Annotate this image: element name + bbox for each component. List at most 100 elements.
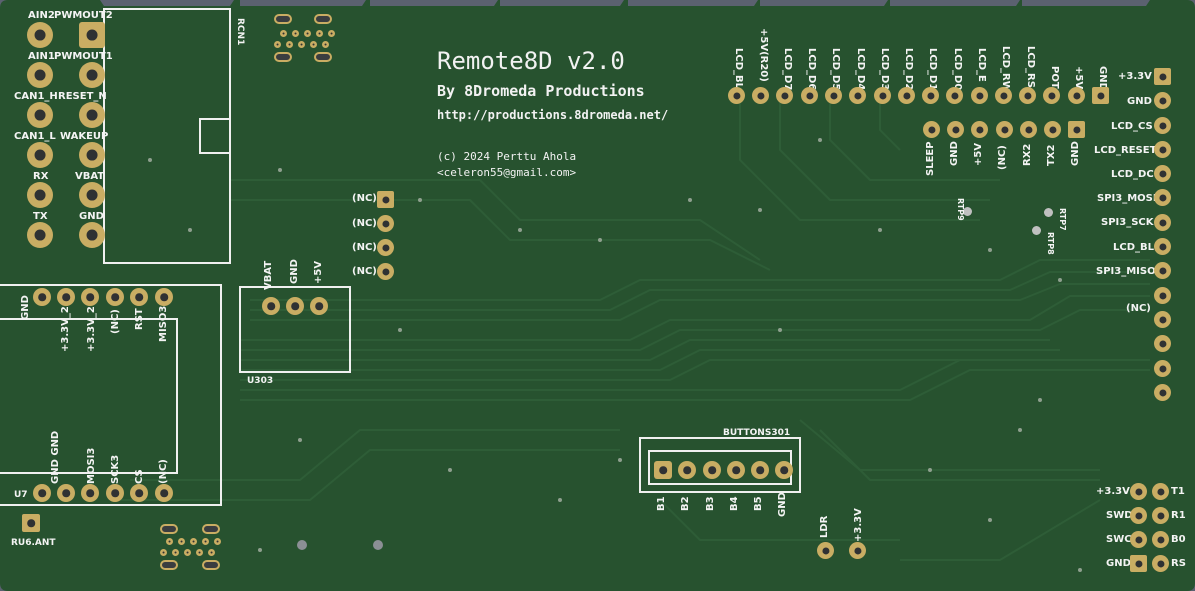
usb-slot	[202, 560, 220, 570]
nc-label: (NC)	[352, 218, 377, 229]
usb-slot	[160, 560, 178, 570]
u7-pad	[33, 288, 51, 306]
usb-pin	[328, 30, 335, 37]
debug-left-label: SWD	[1106, 510, 1133, 521]
usb-pin	[178, 538, 185, 545]
u7-top-label: MISO3	[158, 305, 169, 342]
u7-top-label: GND	[20, 295, 31, 320]
debug-right-label: R1	[1171, 510, 1186, 521]
u7-bottom-label: MOSI3	[86, 447, 97, 484]
lcd-pad	[946, 87, 963, 104]
rcn1-pad	[79, 182, 105, 208]
lcd-pad	[776, 87, 793, 104]
lcd-pad	[971, 87, 988, 104]
buttons-pin-label: GND	[777, 492, 788, 517]
usb-pin	[166, 538, 173, 545]
u7-pad	[155, 484, 173, 502]
rcn1-right-label: VBAT	[75, 171, 105, 182]
usb-pin	[292, 30, 299, 37]
lcd-pad	[1068, 87, 1085, 104]
ldr-label: LDR	[819, 515, 830, 538]
u7-bottom-label: CS	[134, 469, 145, 484]
u303-pin-label: VBAT	[263, 260, 274, 290]
lcd-pad	[922, 87, 939, 104]
buttons-pad	[678, 461, 696, 479]
lcd-pin-label: LCD_BL	[733, 48, 744, 90]
bt-pad	[1044, 121, 1061, 138]
bt-pad	[996, 121, 1013, 138]
debug-pad-square	[1130, 555, 1147, 572]
lcd-pad	[898, 87, 915, 104]
rcn1-left-label: RX	[33, 171, 49, 182]
board-copyright: (c) 2024 Perttu Ahola	[437, 150, 577, 163]
usb-pin	[172, 549, 179, 556]
debug-right-label: T1	[1171, 486, 1185, 497]
test-point	[1044, 208, 1053, 217]
buttons-pin-label: B3	[705, 496, 716, 511]
right-pad-square	[1154, 68, 1171, 85]
right-pin-label: GND	[1127, 96, 1152, 107]
mounting-hole	[297, 540, 307, 550]
bt-pad	[923, 121, 940, 138]
right-pad	[1154, 360, 1171, 377]
usb-pin	[322, 41, 329, 48]
lcd-pad	[1019, 87, 1036, 104]
right-pin-label: SPI3_SCK	[1101, 217, 1154, 228]
rcn1-pad	[27, 142, 53, 168]
lcd-pad	[995, 87, 1012, 104]
nc-label: (NC)	[352, 242, 377, 253]
test-point	[1032, 226, 1041, 235]
nc-pad	[377, 215, 394, 232]
nc-pad-square	[377, 191, 394, 208]
right-pin-label: +3.3V	[1118, 71, 1152, 82]
usb-pin	[310, 41, 317, 48]
rcn1-right-label: PWMOUT2	[54, 10, 113, 21]
buttons-pad	[751, 461, 769, 479]
buttons-pin-label: B2	[680, 496, 691, 511]
test-point-label: RTP7	[1058, 208, 1067, 231]
bt-pin-label: RX2	[1022, 143, 1033, 166]
usb-pin	[280, 30, 287, 37]
right-pad	[1154, 165, 1171, 182]
right-pad	[1154, 262, 1171, 279]
u7-pad	[81, 484, 99, 502]
lcd-pin-label: LCD_D4	[855, 48, 866, 91]
rcn1-right-label: RESET_N	[58, 91, 107, 102]
u7-outline	[0, 284, 222, 506]
debug-pad	[1152, 483, 1169, 500]
right-pad	[1154, 287, 1171, 304]
u7-pad	[57, 288, 75, 306]
right-pad	[1154, 141, 1171, 158]
rcn1-latch	[199, 118, 231, 154]
mounting-hole	[373, 540, 383, 550]
debug-left-label: +3.3V	[1096, 486, 1130, 497]
bt-pin-label: +5V	[973, 142, 984, 166]
buttons-pad-square	[654, 461, 672, 479]
rcn1-pad	[27, 102, 53, 128]
bt-pin-label: SLEEP	[925, 141, 936, 176]
lcd-pin-label: LCD_D3	[879, 48, 890, 91]
debug-right-label: B0	[1171, 534, 1186, 545]
board-url: http://productions.8dromeda.net/	[437, 108, 669, 122]
debug-pad	[1130, 507, 1147, 524]
usb-slot	[314, 52, 332, 62]
rcn1-pad	[27, 182, 53, 208]
rcn1-pad	[27, 222, 53, 248]
right-pad	[1154, 335, 1171, 352]
test-point-label: RTP9	[956, 198, 965, 221]
buttons-pin-label: B1	[656, 496, 667, 511]
ldr-pad	[849, 542, 866, 559]
right-pad	[1154, 189, 1171, 206]
lcd-pin-label: LCD_E	[976, 48, 987, 82]
debug-pad	[1152, 531, 1169, 548]
bt-pad	[1020, 121, 1037, 138]
u7-pad	[130, 484, 148, 502]
lcd-pin-label: LCD_RW	[1000, 46, 1011, 92]
usb-pin	[202, 538, 209, 545]
u7-inner-outline	[0, 318, 178, 474]
rcn1-pad	[79, 102, 105, 128]
lcd-pad	[874, 87, 891, 104]
u7-ref: U7	[14, 490, 28, 500]
usb-pin	[184, 549, 191, 556]
u7-top-label: RST	[134, 308, 145, 330]
